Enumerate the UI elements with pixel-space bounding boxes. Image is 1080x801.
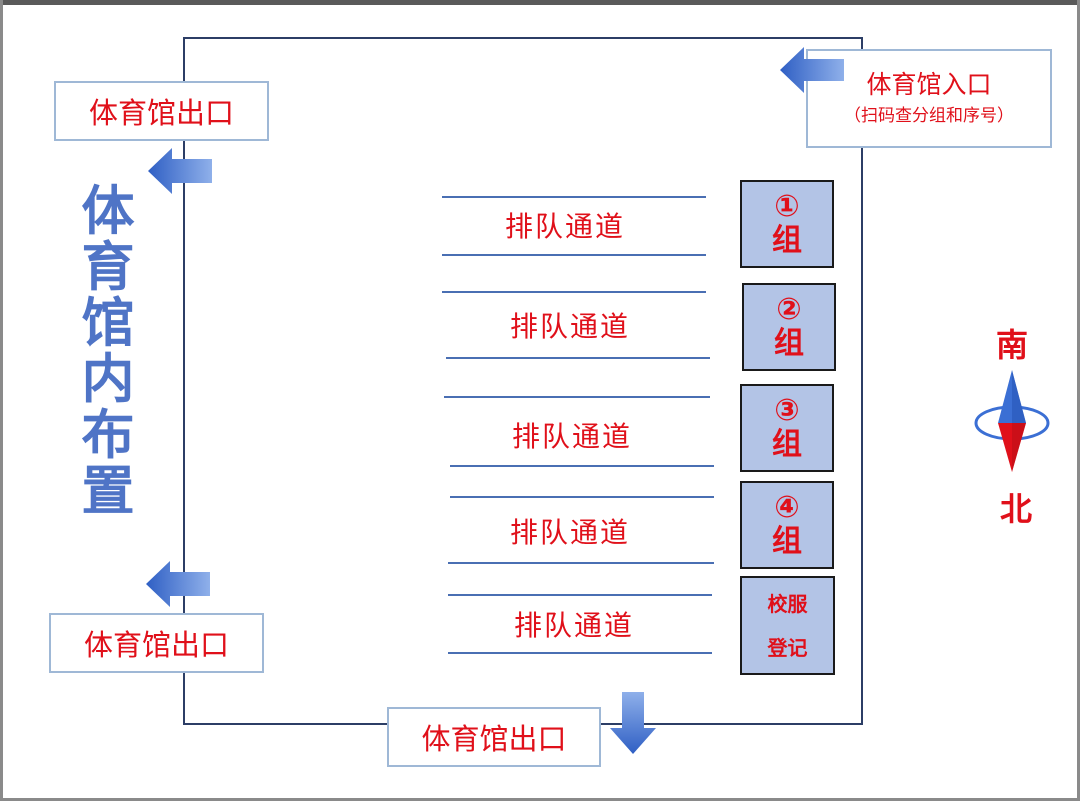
title-char: 内 [81, 349, 135, 410]
lane-line [450, 465, 714, 467]
queue-lane-label: 排队通道 [510, 310, 631, 343]
compass-north-label: 北 [1000, 490, 1033, 528]
queue-lane-label: 排队通道 [512, 420, 633, 453]
group-label: 组 [772, 223, 802, 258]
queue-lane-label: 排队通道 [510, 516, 631, 549]
entrance-arrow-icon [780, 47, 844, 93]
group-label: 组 [774, 326, 804, 361]
exit-top-left-label: 体育馆出口 [54, 81, 269, 141]
title-char: 布 [81, 405, 135, 466]
lane-line [446, 357, 710, 359]
title-char: 育 [81, 237, 135, 298]
group-label: 组 [772, 524, 802, 559]
lane-line [444, 396, 710, 398]
exit-top-left-arrow-icon [148, 148, 212, 194]
exit-bottom-left-text: 体育馆出口 [83, 628, 229, 662]
compass-south-label: 南 [996, 326, 1029, 364]
uniform-registration-box: 校服 登记 [740, 576, 835, 675]
lane-line [448, 562, 714, 564]
entrance-note: （扫码查分组和序号） [844, 105, 1014, 126]
exit-bottom-label: 体育馆出口 [387, 707, 601, 767]
group-label: 组 [772, 427, 802, 462]
group-1-box: ① 组 [740, 180, 834, 268]
group-number: ④ [774, 490, 800, 525]
title-char: 馆 [81, 293, 135, 354]
group-number: ② [776, 292, 802, 327]
lane-line [442, 291, 706, 293]
compass-icon [974, 370, 1050, 472]
lane-line [448, 652, 712, 654]
exit-bottom-left-arrow-icon [146, 561, 210, 607]
exit-bottom-text: 体育馆出口 [421, 722, 567, 756]
vertical-title: 体 育 馆 内 布 置 [78, 184, 138, 520]
window-right-border [1077, 0, 1080, 801]
group-number: ① [774, 189, 800, 224]
lane-line [448, 594, 712, 596]
group-4-box: ④ 组 [740, 481, 834, 569]
window-top-border [0, 0, 1080, 5]
uniform-line-2: 登记 [767, 635, 808, 660]
queue-lane-label: 排队通道 [505, 210, 626, 243]
uniform-line-1: 校服 [767, 591, 808, 616]
group-3-box: ③ 组 [740, 384, 834, 472]
window-left-border [0, 0, 3, 801]
lane-line [442, 254, 706, 256]
group-2-box: ② 组 [742, 283, 836, 371]
lane-line [450, 496, 714, 498]
entrance-label: 体育馆入口 （扫码查分组和序号） [806, 49, 1052, 148]
entrance-title: 体育馆入口 [866, 69, 992, 99]
exit-top-left-text: 体育馆出口 [88, 96, 234, 130]
window-bottom-border [0, 798, 1080, 801]
exit-bottom-left-label: 体育馆出口 [49, 613, 264, 673]
lane-line [442, 196, 706, 198]
queue-lane-label: 排队通道 [514, 609, 635, 642]
title-char: 置 [81, 461, 135, 522]
title-char: 体 [81, 181, 135, 242]
exit-bottom-arrow-icon [610, 692, 656, 754]
group-number: ③ [774, 393, 800, 428]
